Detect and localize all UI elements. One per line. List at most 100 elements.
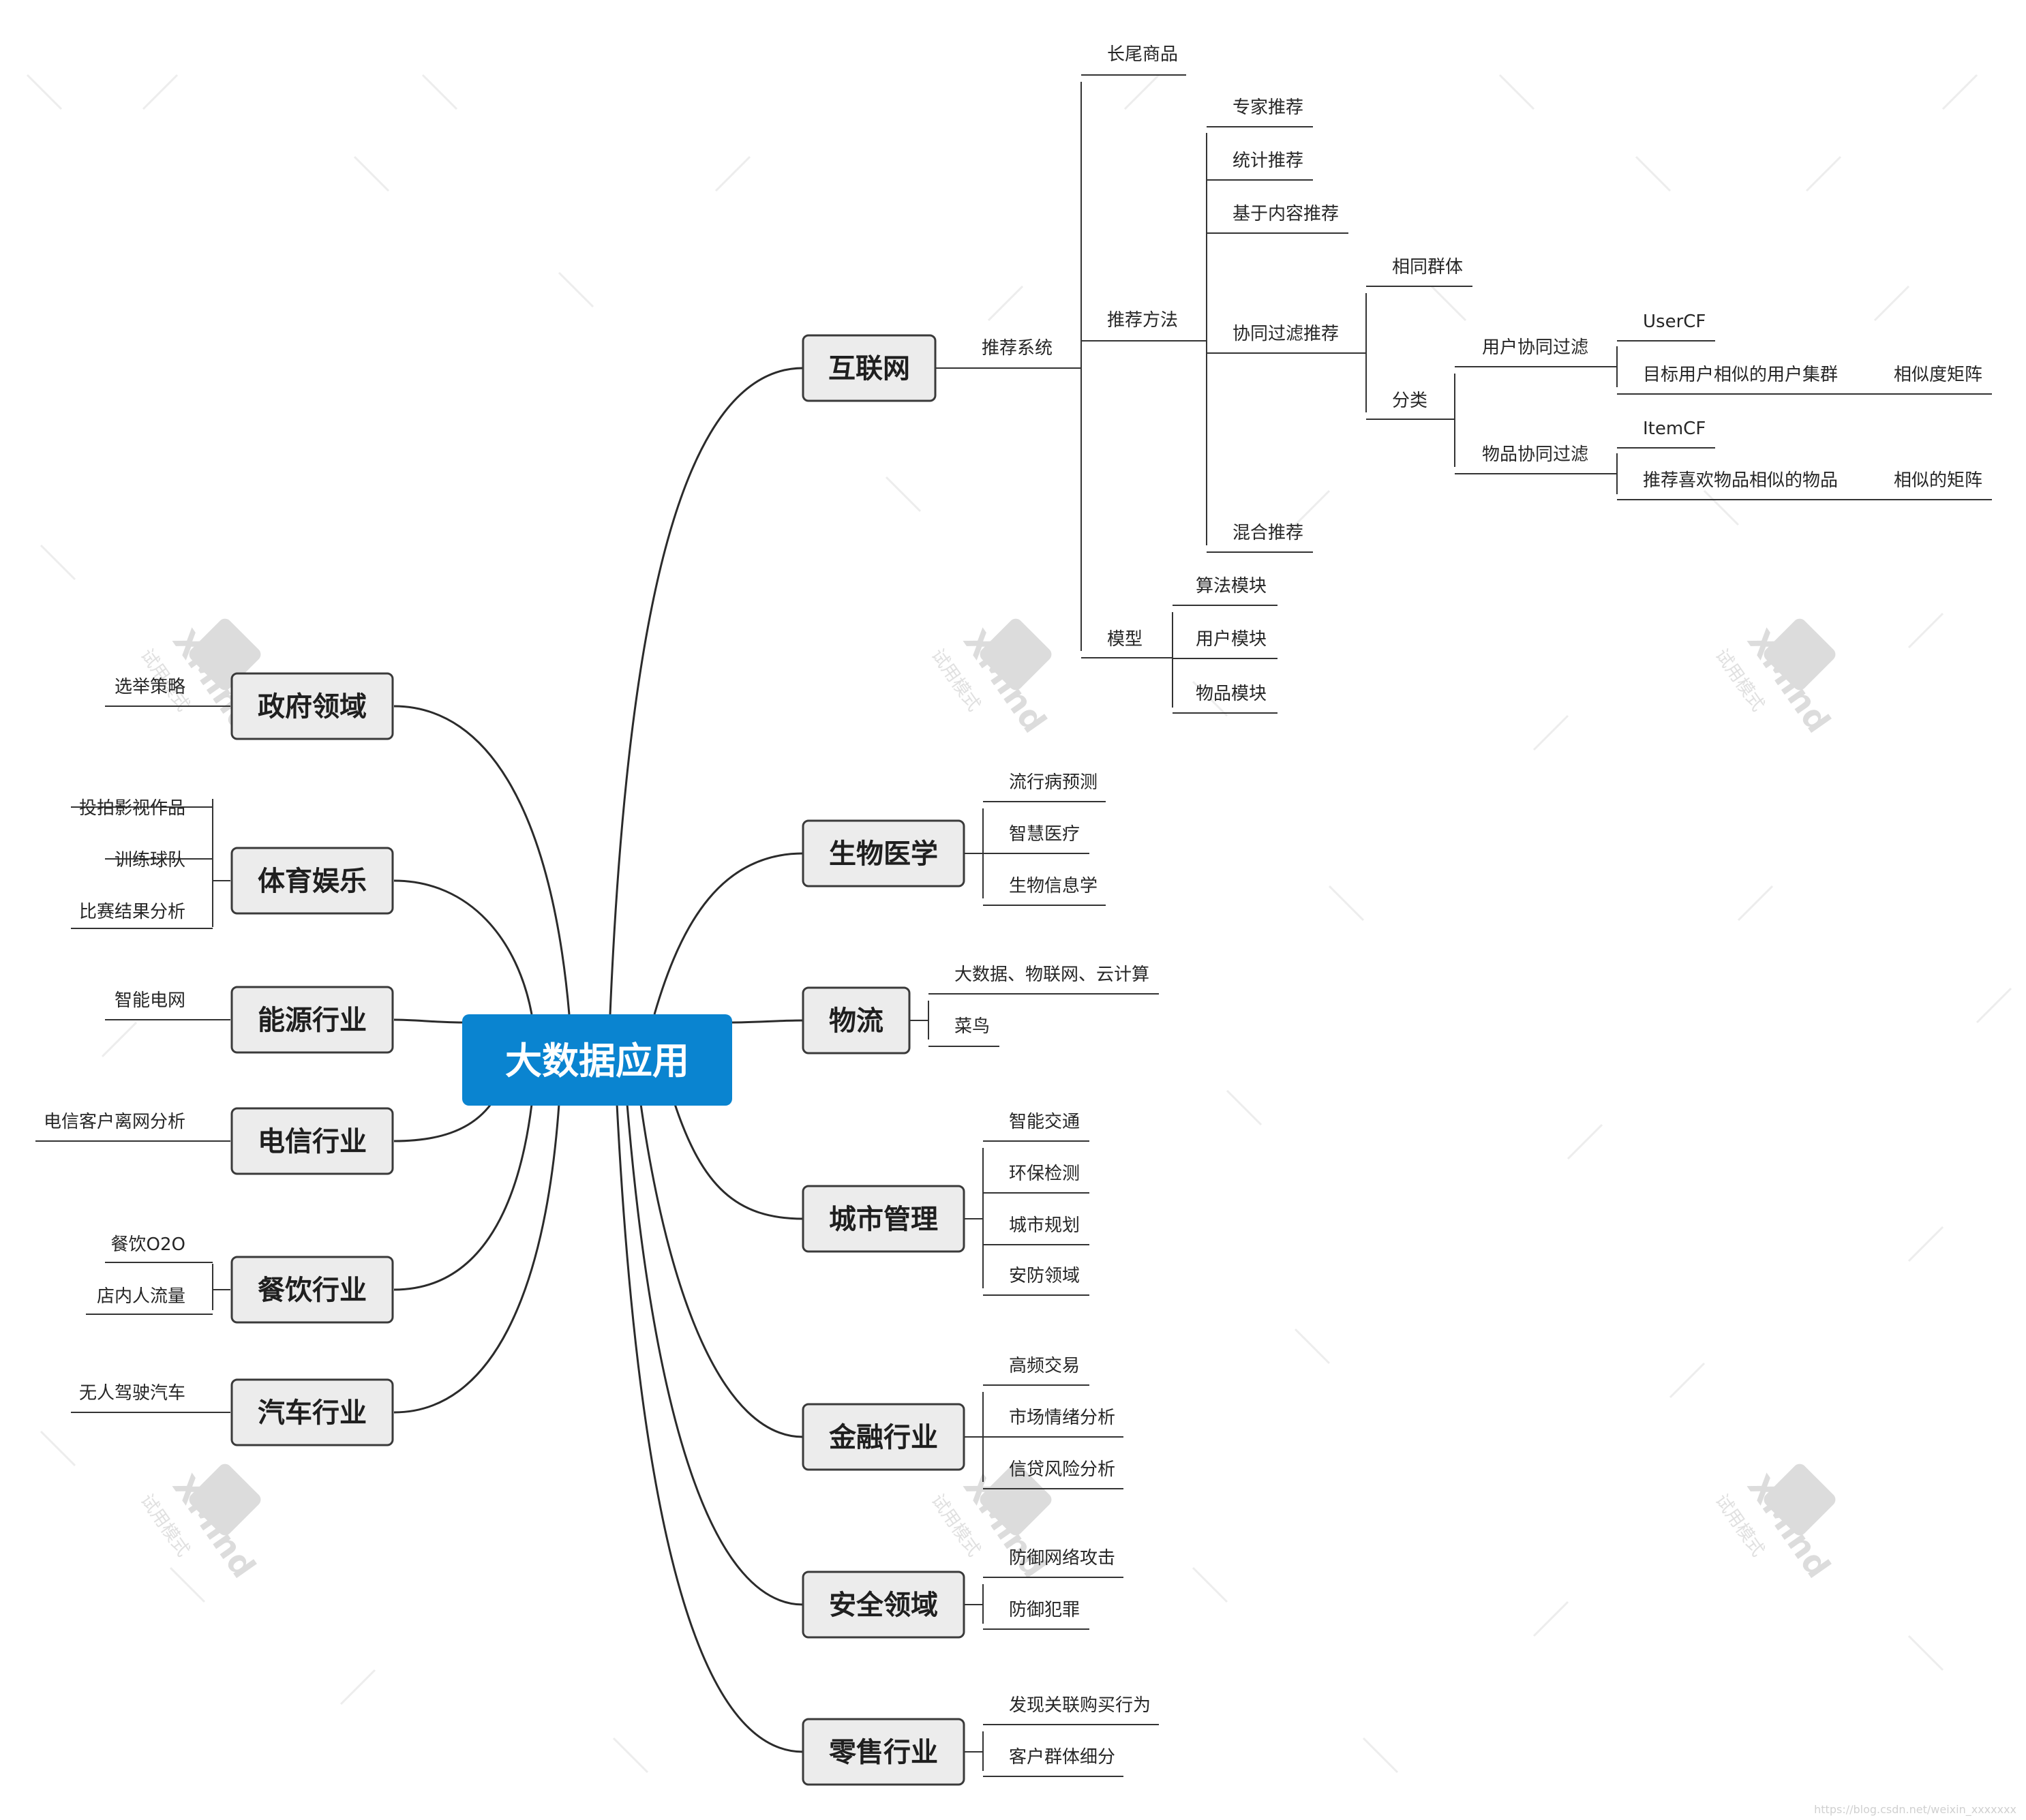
topic-energy[interactable]: 能源行业 [230, 986, 394, 1054]
subtopic-sports-1[interactable]: 训练球队 [115, 850, 185, 870]
central-topic-label: 大数据应用 [505, 1040, 689, 1082]
subtopic-model[interactable]: 模型 [1107, 629, 1143, 650]
topic-label: 能源行业 [258, 1005, 367, 1036]
curve-catering [393, 1104, 533, 1291]
internet-subtree-lines [935, 74, 1992, 714]
subtopic-energy-0[interactable]: 智能电网 [115, 990, 185, 1011]
topic-label: 汽车行业 [258, 1397, 367, 1429]
topic-label: 城市管理 [829, 1204, 938, 1235]
subtopic-retail-1[interactable]: 客户群体细分 [1009, 1747, 1115, 1768]
central-topic[interactable]: 大数据应用 [462, 1014, 732, 1106]
subtopic-cf[interactable]: 协同过滤推荐 [1233, 324, 1339, 344]
topic-label: 政府领域 [258, 691, 367, 723]
subtopic-city-3[interactable]: 安防领域 [1009, 1266, 1080, 1286]
topic-label: 餐饮行业 [258, 1275, 367, 1306]
curve-internet [609, 367, 804, 1015]
topic-telecom[interactable]: 电信行业 [230, 1107, 394, 1175]
curve-city [674, 1104, 804, 1220]
subtopic-logistics-1[interactable]: 菜鸟 [954, 1016, 990, 1037]
subtopic-recsys[interactable]: 推荐系统 [982, 338, 1053, 359]
subtopic-finance-1[interactable]: 市场情绪分析 [1009, 1408, 1115, 1428]
subtopic-expert[interactable]: 专家推荐 [1233, 97, 1303, 118]
subtopic-biomed-2[interactable]: 生物信息学 [1009, 876, 1098, 896]
subtopic-sim-matrix2[interactable]: 相似的矩阵 [1894, 470, 1982, 491]
subtopic-city-1[interactable]: 环保检测 [1009, 1164, 1080, 1184]
subtopic-logistics-0[interactable]: 大数据、物联网、云计算 [954, 965, 1149, 985]
xmind-logo-icon [980, 1463, 1052, 1536]
topic-label: 零售行业 [829, 1737, 938, 1768]
xmind-logo-icon [189, 1463, 261, 1536]
subtopic-sim-matrix[interactable]: 相似度矩阵 [1894, 365, 1982, 385]
internet-subtree-labels: 推荐系统 长尾商品 推荐方法 专家推荐 统计推荐 基于内容推荐 协同过滤推荐 相… [982, 44, 1982, 704]
curve-gov [393, 705, 571, 1015]
subtopic-finance-2[interactable]: 信贷风险分析 [1009, 1459, 1115, 1480]
topic-auto[interactable]: 汽车行业 [230, 1378, 394, 1446]
subtopic-same-group[interactable]: 相同群体 [1392, 257, 1463, 277]
curve-auto [393, 1104, 560, 1414]
subtopic-biomed-0[interactable]: 流行病预测 [1009, 772, 1098, 793]
curve-biomed [653, 852, 804, 1015]
subtopic-retail-0[interactable]: 发现关联购买行为 [1009, 1695, 1151, 1716]
subtopic-catering-0[interactable]: 餐饮O2O [111, 1234, 185, 1255]
subtopic-hybrid[interactable]: 混合推荐 [1233, 523, 1303, 543]
topic-security[interactable]: 安全领域 [802, 1571, 965, 1639]
source-credit: https://blog.csdn.net/weixin_xxxxxxx [1814, 1803, 2016, 1817]
topic-logistics[interactable]: 物流 [802, 986, 911, 1055]
subtopic-finance-0[interactable]: 高频交易 [1009, 1356, 1080, 1376]
xmind-logo-icon [189, 618, 261, 691]
right-leaf-labels: 流行病预测 智慧医疗 生物信息学 大数据、物联网、云计算 菜鸟 智能交通 环保检… [954, 772, 1151, 1768]
subtopic-item-cf[interactable]: 物品协同过滤 [1482, 444, 1588, 465]
topic-label: 安全领域 [829, 1590, 938, 1621]
topic-label: 物流 [829, 1005, 883, 1037]
subtopic-target-users[interactable]: 目标用户相似的用户集群 [1643, 365, 1838, 385]
topic-retail[interactable]: 零售行业 [802, 1718, 965, 1786]
xmind-logo-icon [980, 618, 1052, 691]
topic-catering[interactable]: 餐饮行业 [230, 1256, 394, 1324]
subtopic-classify[interactable]: 分类 [1392, 391, 1427, 411]
subtopic-user-cf[interactable]: 用户协同过滤 [1482, 337, 1588, 358]
topic-label: 体育娱乐 [258, 866, 367, 897]
subtopic-auto-0[interactable]: 无人驾驶汽车 [79, 1383, 185, 1404]
curve-telecom [393, 1104, 492, 1142]
subtopic-rec-items[interactable]: 推荐喜欢物品相似的物品 [1643, 470, 1838, 491]
left-leaf-labels: 选举策略 投拍影视作品 训练球队 比赛结果分析 智能电网 电信客户离网分析 餐饮… [44, 677, 185, 1404]
subtopic-sports-0[interactable]: 投拍影视作品 [79, 798, 185, 819]
subtopic-methods[interactable]: 推荐方法 [1107, 310, 1178, 331]
central-topic-box[interactable] [462, 1014, 732, 1106]
subtopic-city-0[interactable]: 智能交通 [1009, 1112, 1080, 1132]
subtopic-usercf-tag[interactable]: UserCF [1643, 312, 1706, 332]
subtopic-sports-2[interactable]: 比赛结果分析 [79, 902, 185, 922]
topic-label: 生物医学 [829, 838, 938, 870]
topic-city[interactable]: 城市管理 [802, 1185, 965, 1253]
subtopic-telecom-0[interactable]: 电信客户离网分析 [44, 1112, 185, 1132]
subtopic-city-2[interactable]: 城市规划 [1009, 1215, 1080, 1236]
curve-retail [616, 1104, 804, 1753]
subtopic-biomed-1[interactable]: 智慧医疗 [1009, 824, 1080, 845]
subtopic-gov-0[interactable]: 选举策略 [115, 677, 185, 697]
main-branch-curves [393, 367, 804, 1753]
subtopic-itemcf-tag[interactable]: ItemCF [1643, 419, 1706, 439]
subtopic-security-1[interactable]: 防御犯罪 [1009, 1600, 1080, 1620]
subtopic-stats[interactable]: 统计推荐 [1233, 151, 1303, 171]
curve-finance [639, 1104, 804, 1438]
topic-sports[interactable]: 体育娱乐 [230, 847, 394, 915]
curve-sports [393, 879, 533, 1015]
background-pattern [26, 74, 2012, 1774]
subtopic-item-mod[interactable]: 物品模块 [1196, 684, 1267, 704]
topic-gov[interactable]: 政府领域 [230, 672, 394, 740]
curve-logistics [729, 1019, 804, 1024]
subtopic-content[interactable]: 基于内容推荐 [1233, 204, 1339, 224]
subtopic-user-mod[interactable]: 用户模块 [1196, 629, 1267, 650]
left-subtree-lines [35, 706, 230, 1413]
subtopic-algo[interactable]: 算法模块 [1196, 576, 1267, 596]
curve-security [626, 1104, 804, 1606]
topic-finance[interactable]: 金融行业 [802, 1403, 965, 1471]
topic-label: 互联网 [828, 353, 910, 384]
subtopic-security-0[interactable]: 防御网络攻击 [1009, 1548, 1115, 1568]
topic-biomed[interactable]: 生物医学 [802, 819, 965, 888]
subtopic-long-tail[interactable]: 长尾商品 [1107, 44, 1178, 65]
topic-internet[interactable]: 互联网 [802, 334, 937, 402]
xmind-logo-icon [1764, 618, 1836, 691]
subtopic-catering-1[interactable]: 店内人流量 [97, 1286, 185, 1307]
